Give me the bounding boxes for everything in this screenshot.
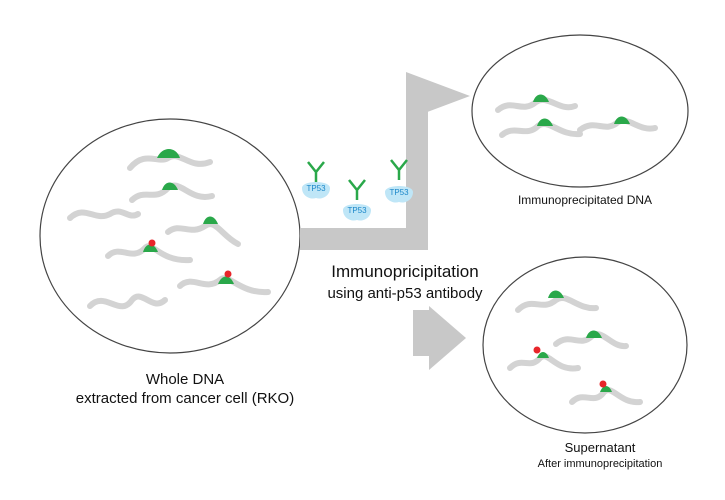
supernatant-strands — [507, 295, 643, 406]
antibody-tp53-1: TP53 — [302, 161, 330, 199]
immunoprecipitated-circle — [471, 34, 689, 188]
antibody-tp53-2: TP53 — [343, 179, 371, 221]
supernatant-sublabel: After immunoprecipitation — [537, 458, 663, 470]
antibody-tp53-3: TP53 — [385, 159, 413, 203]
process-sublabel: using anti-p53 antibody — [327, 285, 483, 302]
process-label: Immunopricipitation — [331, 262, 479, 281]
upper-arrow — [300, 72, 470, 250]
whole-dna-binding-sites — [143, 149, 234, 284]
whole-dna-mutation-marks — [148, 239, 232, 278]
svg-text:TP53: TP53 — [389, 188, 409, 197]
immunoprecipitated-strands — [495, 97, 658, 138]
whole-dna-label: Whole DNA — [145, 371, 225, 388]
supernatant-label: Supernatant — [564, 440, 636, 455]
svg-text:TP53: TP53 — [347, 206, 367, 215]
svg-text:TP53: TP53 — [306, 184, 326, 193]
whole-dna-strands — [67, 153, 271, 310]
immunoprecipitated-binding-sites — [533, 94, 630, 126]
supernatant-mutation-marks — [533, 346, 607, 388]
supernatant-circle — [482, 256, 688, 434]
whole-dna-source-label: extracted from cancer cell (RKO) — [75, 390, 295, 407]
supernatant-binding-sites — [537, 290, 612, 392]
immunoprecipitated-label: Immunoprecipitated DNA — [517, 193, 653, 207]
lower-arrow — [413, 306, 466, 370]
